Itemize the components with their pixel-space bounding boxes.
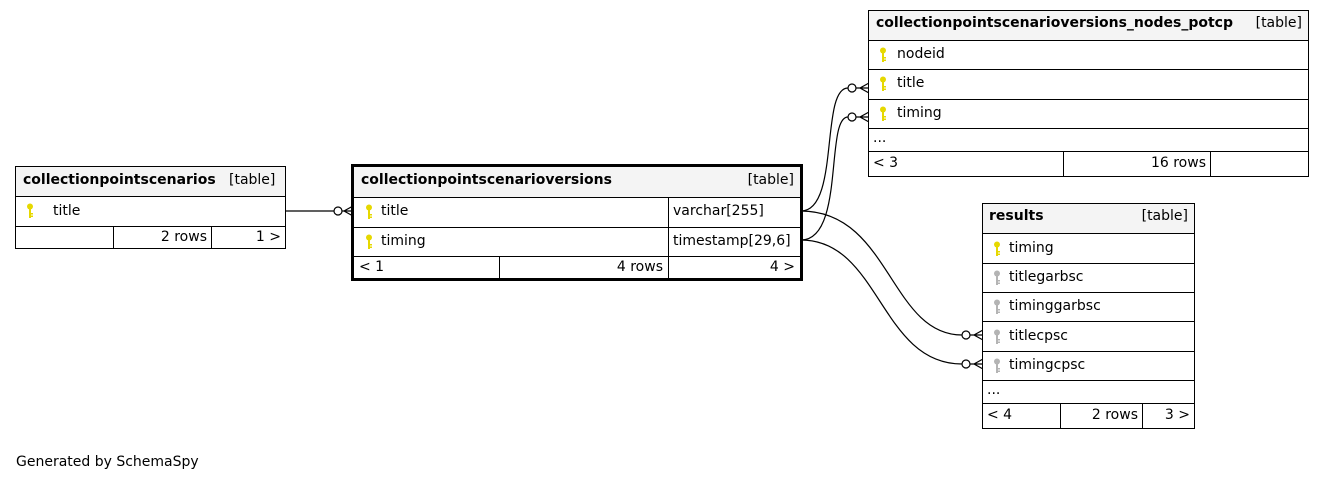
generated-by-text: Generated by SchemaSpy [16,454,199,470]
table-header: collectionpointscenarios [table] [16,167,285,196]
footer-left: < 1 [359,259,385,275]
column-name: titlegarbsc [1009,269,1084,285]
foreign-key-icon [993,270,1001,286]
column-name: titlecpsc [1009,328,1068,344]
relationship-versions-nodes-timing [800,116,849,241]
table-kind: [table] [747,172,794,188]
table-name: collectionpointscenarios [23,172,216,188]
primary-key-icon [879,47,887,63]
table-kind: [table] [229,172,276,188]
column-row: timinggarbsc [983,292,1194,321]
more-columns: ... [983,380,1194,403]
foreign-key-icon [993,358,1001,374]
footer-right: 1 > [255,229,281,245]
column-name: title [897,75,925,91]
primary-key-icon [365,204,373,220]
table-collectionpointscenarios[interactable]: collectionpointscenarios [table] title 2… [15,166,286,249]
table-header: collectionpointscenarioversions [table] [354,167,800,197]
table-kind: [table] [1255,15,1302,31]
column-name: title [53,203,81,219]
column-name: timingcpsc [1009,357,1086,373]
relationship-versions-nodes-title [800,87,849,212]
column-name: nodeid [897,46,945,62]
column-row: titlecpsc [983,321,1194,351]
primary-key-icon [993,241,1001,257]
table-kind: [table] [1141,208,1188,224]
primary-key-icon [879,76,887,92]
column-name: title [381,203,409,219]
column-type: timestamp[29,6] [673,233,791,249]
column-name: timinggarbsc [1009,298,1101,314]
table-header: results [table] [983,204,1194,233]
column-row: timing timestamp[29,6] [354,227,800,256]
row-count: 2 rows [160,229,207,245]
primary-key-icon [26,203,34,219]
column-row: titlegarbsc [983,263,1194,292]
table-results[interactable]: results [table] timing titlegarbsc timin… [982,203,1195,429]
column-type: varchar[255] [673,203,764,219]
column-row: title varchar[255] [354,197,800,227]
table-nodes-potcp[interactable]: collectionpointscenarioversions_nodes_po… [868,10,1309,177]
table-name: collectionpointscenarioversions [361,172,612,188]
row-count: 2 rows [1091,407,1138,423]
footer-right: 3 > [1164,407,1190,423]
table-header: collectionpointscenarioversions_nodes_po… [869,11,1308,40]
column-row: title [16,196,285,226]
table-collectionpointscenarioversions[interactable]: collectionpointscenarioversions [table] … [351,164,803,281]
footer-right: 4 > [769,259,795,275]
relationship-versions-results-timing [800,239,963,365]
column-name: timing [897,105,942,121]
column-row: timing [869,99,1308,128]
foreign-key-icon [993,329,1001,345]
table-footer: 2 rows 1 > [16,226,285,249]
table-footer: < 3 16 rows [869,151,1308,176]
foreign-key-icon [993,299,1001,315]
column-row: timing [983,233,1194,263]
row-count: 4 rows [616,259,663,275]
table-name: results [989,208,1044,224]
table-footer: < 4 2 rows 3 > [983,403,1194,428]
row-count: 16 rows [1150,155,1206,171]
column-name: timing [381,233,426,249]
more-columns: ... [869,128,1308,151]
table-footer: < 1 4 rows 4 > [354,256,800,279]
column-row: title [869,69,1308,99]
footer-left: < 3 [873,155,899,171]
column-name: timing [1009,240,1054,256]
relationship-versions-results-title [800,210,963,336]
footer-left: < 4 [987,407,1013,423]
column-row: timingcpsc [983,351,1194,380]
primary-key-icon [879,106,887,122]
primary-key-icon [365,234,373,250]
column-row: nodeid [869,40,1308,69]
table-name: collectionpointscenarioversions_nodes_po… [876,15,1234,31]
